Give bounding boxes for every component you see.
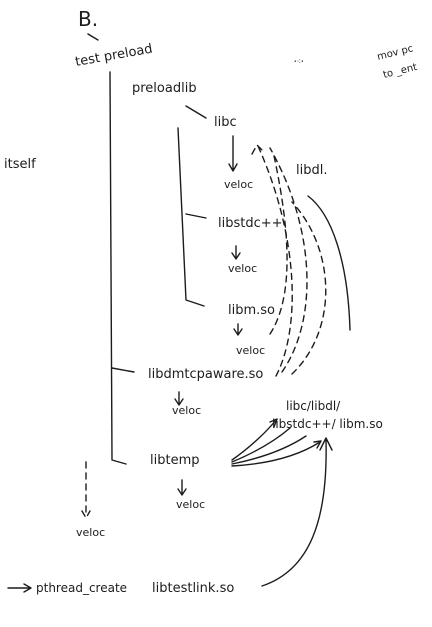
- libtemp-fan-arrows: [231, 418, 322, 467]
- fan-arrowhead: [269, 418, 278, 428]
- tree-lines: [87, 33, 207, 465]
- branch-libdmtcpaware: [111, 367, 135, 373]
- veloc-arrows: [81, 135, 243, 519]
- veloc-arrow: [228, 135, 238, 172]
- fan-arrowhead: [313, 440, 322, 449]
- testlink-arrow: [261, 437, 333, 587]
- libdmtcpaware-label: libdmtcpaware.so: [148, 367, 263, 382]
- veloc-label: veloc: [76, 526, 105, 539]
- veloc-dashed-arrow: [81, 461, 91, 519]
- fan-arrow: [231, 419, 277, 461]
- itself-note: itself: [4, 157, 36, 172]
- veloc-label: veloc: [172, 404, 201, 417]
- note-line-1: mov pc: [376, 43, 414, 63]
- header-label: B.: [78, 7, 98, 31]
- libm-label: libm.so: [228, 303, 275, 318]
- preloadlib-label: preloadlib: [132, 81, 197, 96]
- dashed-arc: [251, 144, 293, 377]
- veloc-arrow: [174, 391, 184, 406]
- veloc-label: veloc: [236, 344, 265, 357]
- dependency-arcs: [251, 144, 351, 377]
- veloc-label: veloc: [176, 498, 205, 511]
- smudge-mark: ꞏ⁖ꞏ: [294, 57, 304, 66]
- veloc-arrow: [233, 323, 243, 336]
- root-trunk: [109, 71, 127, 465]
- branch-libstdcpp: [185, 213, 207, 219]
- dashed-arc: [269, 147, 308, 373]
- branch-libc: [185, 105, 207, 119]
- fan-arrow: [231, 427, 291, 463]
- note-line-2: to _ent: [382, 62, 418, 81]
- dashed-arc: [291, 201, 327, 375]
- veloc-label: veloc: [228, 262, 257, 275]
- header-underline: [87, 33, 99, 41]
- fan-arrow: [231, 435, 307, 465]
- veloc-arrow: [177, 479, 187, 496]
- root-label: test preload: [74, 42, 154, 70]
- libc-label: libc: [214, 115, 237, 130]
- libtemp-label: libtemp: [150, 453, 200, 468]
- pthread-arrow: [7, 583, 32, 593]
- targets-line-1: libc/libdl/: [286, 399, 341, 413]
- libdl-curve: [307, 195, 351, 331]
- veloc-arrow: [231, 245, 241, 260]
- libstdcpp-label: libstdc++: [218, 216, 283, 231]
- veloc-label: veloc: [224, 178, 253, 191]
- fan-arrow: [231, 441, 321, 467]
- pthread-create-label: pthread_create: [36, 581, 127, 595]
- dashed-arc: [269, 155, 288, 335]
- libtestlink-label: libtestlink.so: [152, 581, 234, 596]
- targets-line-2: libstdc++/ libm.so: [272, 417, 383, 431]
- preload-trunk: [177, 127, 205, 307]
- libdl-label: libdl.: [296, 163, 327, 178]
